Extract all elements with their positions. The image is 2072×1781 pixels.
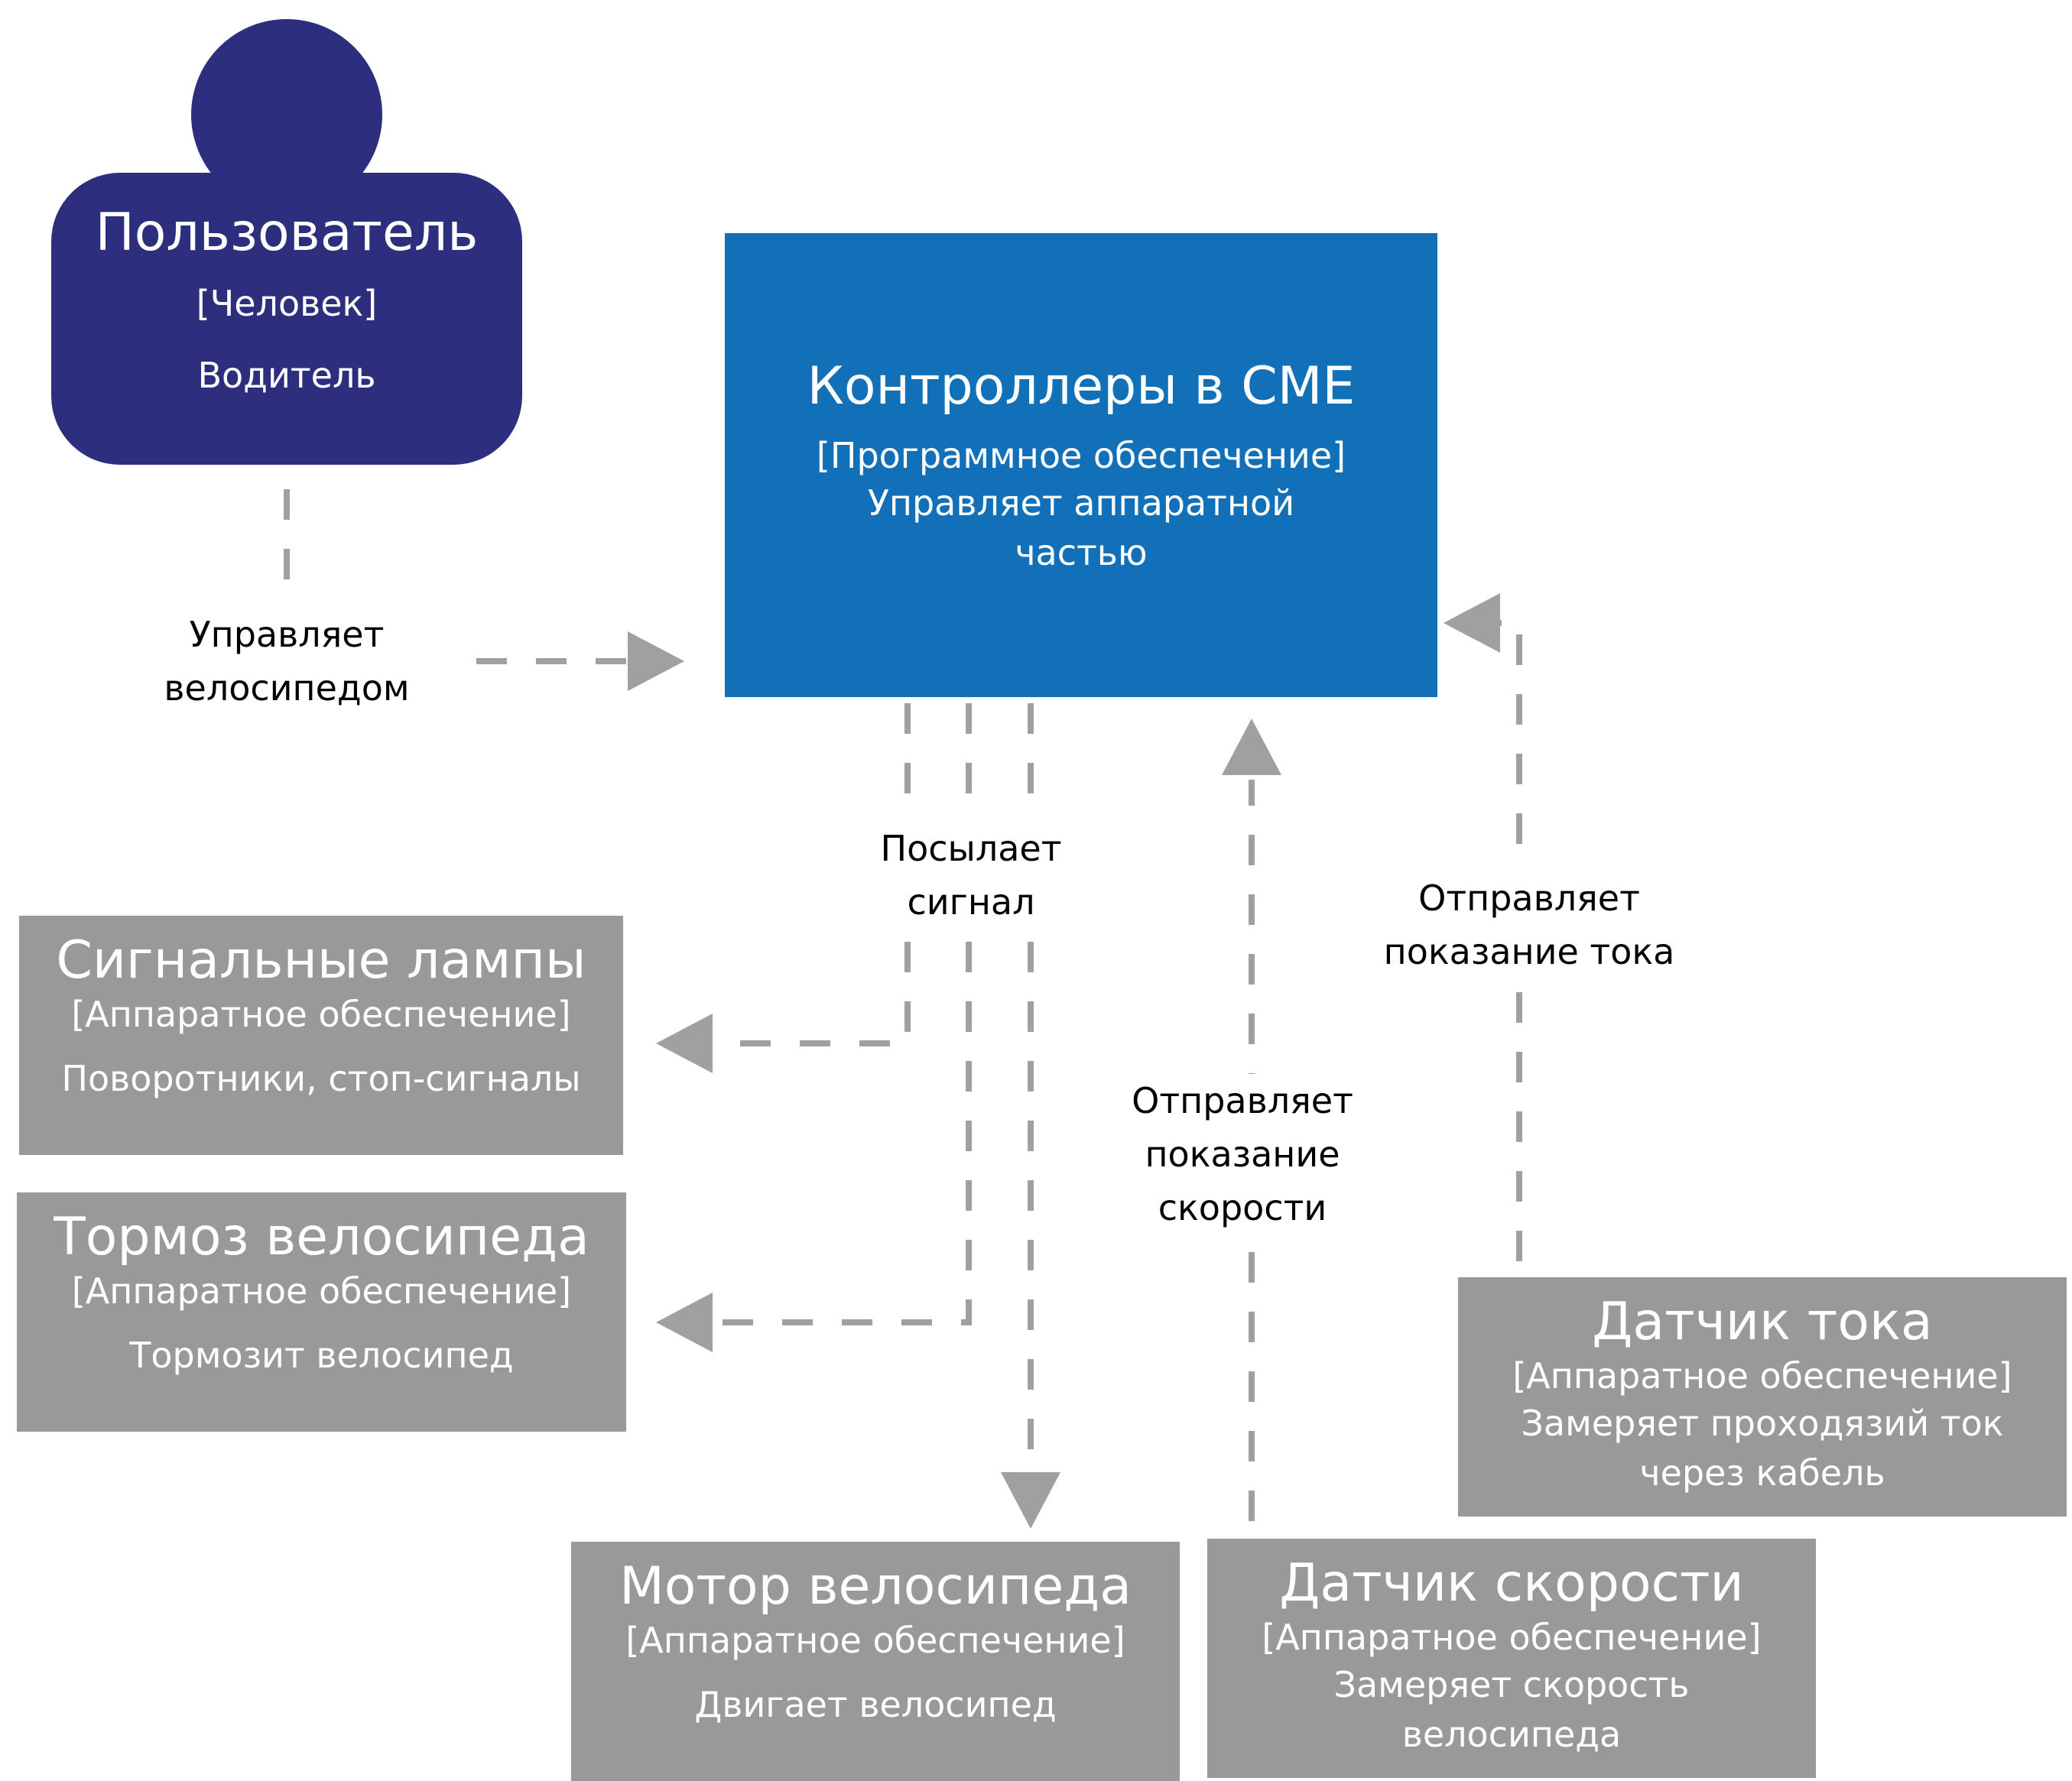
- node-title: Контроллеры в СМЕ: [807, 356, 1356, 417]
- arrowhead-controller: [628, 631, 684, 691]
- node-kind: [Аппаратное обеспечение]: [1262, 1616, 1762, 1658]
- node-description: Замеряет проходязий ток через кабель: [1521, 1403, 2004, 1494]
- arrowhead-brake: [656, 1293, 713, 1352]
- node-description: Водитель: [197, 355, 376, 397]
- edge-label-sends-current: Отправляет показание тока: [1376, 871, 1682, 978]
- edge-label-sends-signal: Посылает сигнал: [830, 822, 1112, 929]
- node-kind: [Человек]: [196, 282, 378, 324]
- node-title: Тормоз велосипеда: [54, 1207, 589, 1267]
- node-kind: [Программное обеспечение]: [816, 434, 1346, 476]
- node-title: Мотор велосипеда: [619, 1556, 1132, 1617]
- arrowhead-lamps: [656, 1014, 713, 1073]
- arrowhead-motor: [1001, 1472, 1060, 1529]
- connector-controller-brake: [723, 703, 972, 1325]
- node-bike-motor[interactable]: Мотор велосипеда [Аппаратное обеспечение…: [571, 1542, 1180, 1781]
- node-title: Пользователь: [95, 203, 479, 263]
- node-description: Поворотники, стоп-сигналы: [61, 1058, 581, 1100]
- connector-user-controller: [284, 489, 635, 664]
- node-bike-brake[interactable]: Тормоз велосипеда [Аппаратное обеспечени…: [17, 1192, 626, 1432]
- edge-label-controls-bike: Управляет велосипедом: [119, 608, 455, 715]
- node-kind: [Аппаратное обеспечение]: [71, 1270, 572, 1312]
- node-controller[interactable]: Контроллеры в СМЕ [Программное обеспечен…: [725, 233, 1437, 697]
- node-signal-lamps[interactable]: Сигнальные лампы [Аппаратное обеспечение…: [19, 916, 623, 1155]
- node-description: Тормозит велосипед: [129, 1335, 514, 1377]
- node-kind: [Аппаратное обеспечение]: [1512, 1354, 2012, 1397]
- arrowhead-current-controller: [1444, 593, 1500, 653]
- node-description: Управляет аппаратной частью: [867, 482, 1295, 573]
- node-title: Датчик тока: [1592, 1292, 1933, 1352]
- node-title: Сигнальные лампы: [56, 930, 586, 991]
- node-kind: [Аппаратное обеспечение]: [625, 1619, 1125, 1661]
- node-speed-sensor[interactable]: Датчик скорости [Аппаратное обеспечение]…: [1207, 1539, 1816, 1778]
- node-current-sensor[interactable]: Датчик тока [Аппаратное обеспечение] Зам…: [1458, 1277, 2067, 1517]
- edge-label-sends-speed: Отправляет показание скорости: [1093, 1074, 1392, 1234]
- node-description: Двигает велосипед: [694, 1684, 1057, 1726]
- node-title: Датчик скорости: [1279, 1553, 1744, 1614]
- node-kind: [Аппаратное обеспечение]: [71, 993, 571, 1035]
- node-description: Замеряет скорость велосипеда: [1333, 1664, 1690, 1755]
- node-user[interactable]: Пользователь [Человек] Водитель: [51, 173, 522, 465]
- arrowhead-speed-controller: [1222, 719, 1281, 775]
